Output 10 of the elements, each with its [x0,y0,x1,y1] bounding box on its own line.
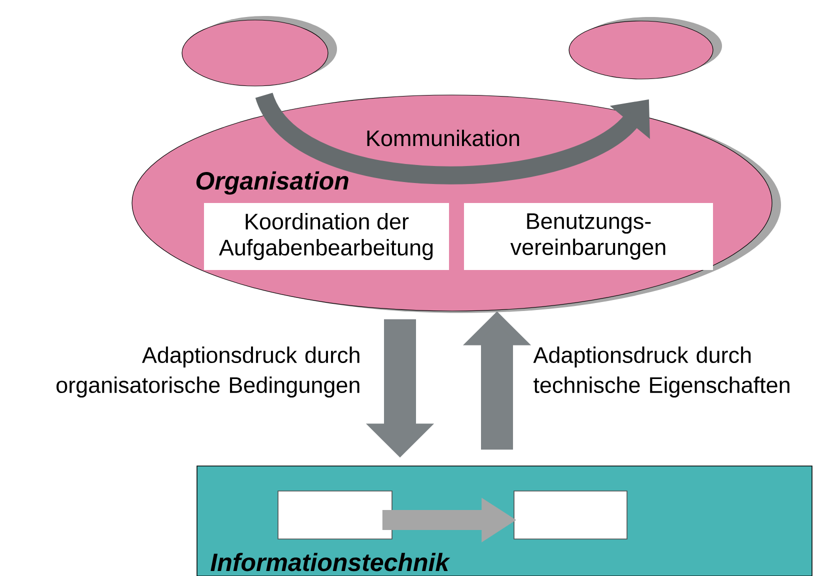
ellipse [568,17,722,80]
ellipse [182,16,337,86]
empty-box [278,490,392,540]
edge-label: Adaptionsdruck durch technische Eigenschaften [533,346,790,398]
edge-label: Kommunikation [367,130,520,146]
text-box: Benutzungs- vereinbarungen [464,203,713,270]
empty-box [514,490,628,540]
edge-label: Adaptionsdruck durch organisatorische Bedingungen [56,346,360,398]
text-box: Koordination der Aufgabenbearbeitung [204,203,449,270]
block-arrow [256,91,650,184]
